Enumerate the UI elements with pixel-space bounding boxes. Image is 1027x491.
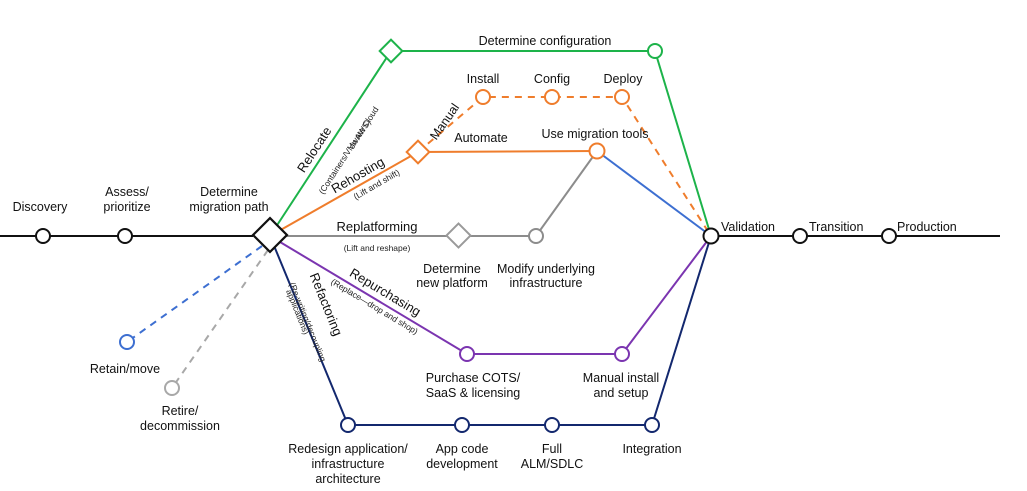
rehosting-manual-line bbox=[417, 96, 712, 237]
automate-label: Automate bbox=[454, 131, 508, 145]
assess-label-line2: prioritize bbox=[103, 200, 150, 214]
tools-to-validation-line bbox=[596, 150, 712, 237]
redesign-node bbox=[340, 417, 356, 433]
validation-label: Validation bbox=[721, 220, 775, 234]
purchase-cots-label-line2: SaaS & licensing bbox=[426, 386, 521, 400]
full-alm-label-line2: ALM/SDLC bbox=[521, 457, 584, 471]
production-label: Production bbox=[897, 220, 957, 234]
modify-infrastructure-label-line1: Modify underlying bbox=[497, 262, 595, 276]
redesign-label-line2: infrastructure bbox=[312, 457, 385, 471]
redesign-label-line1: Redesign application/ bbox=[288, 442, 408, 456]
config-node bbox=[544, 89, 560, 105]
retain-label: Retain/move bbox=[90, 362, 160, 376]
retain-node bbox=[119, 334, 135, 350]
retire-line bbox=[171, 249, 269, 389]
migration-tools-node bbox=[588, 142, 606, 160]
config-label: Config bbox=[534, 72, 570, 86]
app-code-label-line2: development bbox=[426, 457, 498, 471]
app-code-node bbox=[454, 417, 470, 433]
determine-configuration-label: Determine configuration bbox=[479, 34, 612, 48]
purchase-cots-label-line1: Purchase COTS/ bbox=[426, 371, 521, 385]
rehosting-decision-node bbox=[405, 139, 431, 165]
redesign-label-line3: architecture bbox=[315, 472, 380, 486]
retire-label-line2: decommission bbox=[140, 419, 220, 433]
modify-infrastructure-label-line2: infrastructure bbox=[510, 276, 583, 290]
new-platform-label-line1: Determine bbox=[423, 262, 481, 276]
retain-line bbox=[126, 245, 263, 343]
assess-label-line1: Assess/ bbox=[105, 185, 149, 199]
discovery-label: Discovery bbox=[13, 200, 69, 214]
relocate-decision-node bbox=[378, 38, 404, 64]
assess-node bbox=[117, 228, 133, 244]
transition-node bbox=[792, 228, 808, 244]
full-alm-label-line1: Full bbox=[542, 442, 562, 456]
determine-path-label-line1: Determine bbox=[200, 185, 258, 199]
purchase-cots-node bbox=[459, 346, 475, 362]
modify-infrastructure-node bbox=[528, 228, 544, 244]
retire-node bbox=[164, 380, 180, 396]
full-alm-node bbox=[544, 417, 560, 433]
replatforming-sub-label: (Lift and reshape) bbox=[344, 243, 411, 253]
new-platform-label-line2: new platform bbox=[416, 276, 488, 290]
production-node bbox=[881, 228, 897, 244]
manual-install-label-line2: and setup bbox=[594, 386, 649, 400]
deploy-node bbox=[614, 89, 630, 105]
transition-label: Transition bbox=[809, 220, 863, 234]
manual-install-node bbox=[614, 346, 630, 362]
integration-label: Integration bbox=[622, 442, 681, 456]
install-node bbox=[475, 89, 491, 105]
refactoring-line bbox=[269, 235, 712, 426]
install-label: Install bbox=[467, 72, 500, 86]
replatforming-path-label: Replatforming bbox=[337, 219, 418, 234]
determine-migration-path-node bbox=[251, 216, 289, 254]
new-platform-node bbox=[445, 222, 472, 249]
deploy-label: Deploy bbox=[604, 72, 644, 86]
determine-path-label-line2: migration path bbox=[189, 200, 268, 214]
rehosting-automate-line bbox=[269, 150, 598, 237]
app-code-label-line1: App code bbox=[436, 442, 489, 456]
repurchasing-line bbox=[269, 235, 712, 355]
manual-install-label-line1: Manual install bbox=[583, 371, 659, 385]
relocate-line bbox=[269, 50, 712, 237]
integration-node bbox=[644, 417, 660, 433]
migration-tools-label: Use migration tools bbox=[542, 127, 649, 141]
determine-configuration-node bbox=[647, 43, 663, 59]
connector-lines bbox=[0, 50, 1000, 426]
discovery-node bbox=[35, 228, 51, 244]
retire-label-line1: Retire/ bbox=[162, 404, 199, 418]
validation-node bbox=[702, 227, 720, 245]
replatforming-line bbox=[270, 150, 598, 237]
nodes bbox=[35, 38, 897, 433]
